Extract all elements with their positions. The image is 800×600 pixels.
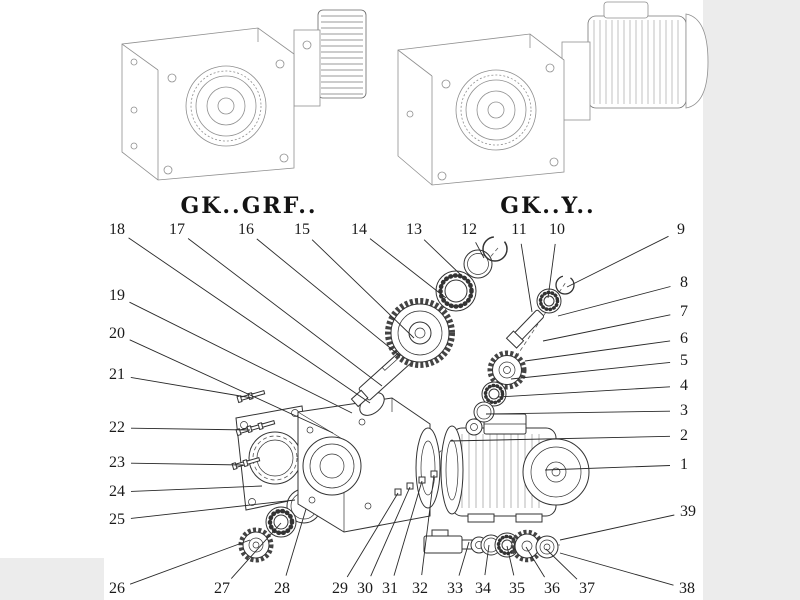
motor <box>440 413 590 523</box>
part-number-2: 2 <box>680 427 688 444</box>
large-helical-gear <box>385 298 455 368</box>
drawing-gk-grf <box>121 9 367 181</box>
leader-line-26 <box>129 539 251 585</box>
leader-line-5 <box>510 361 671 380</box>
part-number-29: 29 <box>332 580 348 597</box>
part-number-4: 4 <box>680 377 688 394</box>
part-number-21: 21 <box>109 366 125 383</box>
part-number-23: 23 <box>109 454 125 471</box>
leader-line-21 <box>130 376 253 399</box>
leader-line-11 <box>520 243 533 313</box>
leader-line-9 <box>566 235 669 288</box>
part-number-20: 20 <box>109 325 125 342</box>
part-number-30: 30 <box>357 580 373 597</box>
part-number-1: 1 <box>680 456 688 473</box>
part-number-31: 31 <box>382 580 398 597</box>
part-number-13: 13 <box>406 221 422 238</box>
leader-line-18 <box>128 237 371 404</box>
leader-line-13 <box>423 239 463 277</box>
leader-line-22 <box>130 427 251 431</box>
leader-line-39 <box>559 514 675 541</box>
part-number-34: 34 <box>475 580 491 597</box>
part-number-22: 22 <box>109 419 125 436</box>
leader-line-34 <box>484 544 490 576</box>
leader-line-10 <box>547 243 556 299</box>
part-number-9: 9 <box>677 221 685 238</box>
output-seal-bearing-gear <box>238 488 322 563</box>
part-number-24: 24 <box>109 483 125 500</box>
leader-line-14 <box>369 238 447 299</box>
part-number-12: 12 <box>461 221 477 238</box>
leader-line-7 <box>542 314 671 342</box>
scan-edge-bottom-left <box>0 558 104 600</box>
output-flange-plate <box>235 405 313 511</box>
leader-line-36 <box>525 546 545 578</box>
leader-line-15 <box>311 239 415 339</box>
upper-rings <box>463 236 508 279</box>
part-number-32: 32 <box>412 580 428 597</box>
leader-line-23 <box>130 462 244 466</box>
bottom-shaft-assembly <box>423 529 559 563</box>
variant-label-gk-grf: GK..GRF.. <box>180 193 318 219</box>
part-number-38: 38 <box>679 580 695 597</box>
variant-label-gk-y: GK..Y.. <box>500 193 596 219</box>
part-number-18: 18 <box>109 221 125 238</box>
leader-line-19 <box>129 301 353 414</box>
input-shaft-stack <box>465 275 575 436</box>
part-number-37: 37 <box>579 580 595 597</box>
part-number-26: 26 <box>109 580 125 597</box>
part-number-15: 15 <box>294 221 310 238</box>
part-number-11: 11 <box>511 221 527 238</box>
leader-line-16 <box>256 238 401 357</box>
leader-line-1 <box>544 465 671 471</box>
leader-line-6 <box>524 340 671 362</box>
part-number-28: 28 <box>274 580 290 597</box>
part-number-8: 8 <box>680 274 688 291</box>
leader-line-38 <box>559 552 674 586</box>
leader-line-8 <box>557 286 671 317</box>
drawing-gk-y <box>397 1 709 186</box>
part-number-27: 27 <box>214 580 230 597</box>
leader-line-31 <box>393 480 423 576</box>
leader-line-4 <box>497 386 671 398</box>
part-number-3: 3 <box>680 402 688 419</box>
part-number-14: 14 <box>351 221 367 238</box>
part-number-19: 19 <box>109 287 125 304</box>
leader-line-37 <box>545 548 578 580</box>
leader-line-28 <box>285 508 307 576</box>
part-number-39: 39 <box>680 503 696 520</box>
leader-line-3 <box>485 410 671 415</box>
leader-line-20 <box>129 339 334 434</box>
part-number-16: 16 <box>238 221 254 238</box>
leader-line-29 <box>346 492 399 578</box>
leader-line-2 <box>449 435 671 442</box>
part-number-17: 17 <box>169 221 185 238</box>
part-number-36: 36 <box>544 580 560 597</box>
leader-line-24 <box>130 485 263 492</box>
leader-line-27 <box>230 522 282 579</box>
gear-housing <box>297 392 453 533</box>
part-number-6: 6 <box>680 330 688 347</box>
leader-line-12 <box>475 242 485 259</box>
leader-line-33 <box>458 541 470 576</box>
leader-line-17 <box>187 238 383 387</box>
leader-line-35 <box>506 545 515 576</box>
leader-line-32 <box>421 474 435 576</box>
part-number-25: 25 <box>109 511 125 528</box>
part-number-35: 35 <box>509 580 525 597</box>
part-number-7: 7 <box>680 303 688 320</box>
part-number-33: 33 <box>447 580 463 597</box>
part-number-10: 10 <box>549 221 565 238</box>
upper-bearing <box>435 270 477 312</box>
hollow-output-shaft <box>350 350 412 408</box>
leader-line-25 <box>130 499 296 519</box>
part-number-5: 5 <box>680 352 688 369</box>
scan-edge-right <box>703 0 800 600</box>
leader-line-30 <box>370 486 411 577</box>
